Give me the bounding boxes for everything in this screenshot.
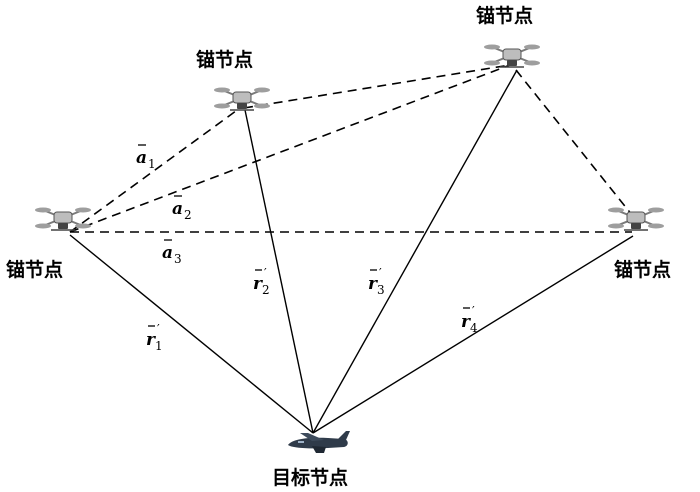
range-line-2 bbox=[244, 109, 314, 434]
anchor-links bbox=[69, 64, 633, 233]
svg-text:2: 2 bbox=[262, 283, 270, 297]
drone-icon bbox=[483, 43, 541, 68]
svg-text:′: ′ bbox=[157, 322, 160, 336]
vector-label-r4: r 4 ′ bbox=[461, 304, 478, 335]
vector-label-r1: r 1 ′ bbox=[146, 322, 163, 353]
svg-text:1: 1 bbox=[148, 157, 156, 171]
vector-label-a3: a 3 bbox=[162, 239, 182, 266]
svg-text:1: 1 bbox=[155, 339, 163, 353]
svg-text:r: r bbox=[146, 330, 156, 350]
ranging-links bbox=[69, 69, 634, 434]
anchor-node-left: 锚节点 bbox=[6, 206, 92, 281]
target-node: 目标节点 bbox=[272, 431, 350, 489]
svg-text:r: r bbox=[253, 274, 263, 294]
anchor-node-top-right: 锚节点 bbox=[476, 4, 541, 68]
anchor-label-left: 锚节点 bbox=[6, 258, 63, 281]
range-line-4 bbox=[312, 235, 634, 434]
link-topright-right bbox=[515, 69, 633, 216]
svg-text:′: ′ bbox=[264, 266, 267, 280]
anchor-label-right: 锚节点 bbox=[614, 258, 671, 281]
vector-label-r3: r 3 ′ bbox=[368, 266, 385, 297]
svg-text:2: 2 bbox=[184, 208, 192, 222]
drone-icon bbox=[34, 206, 92, 231]
vector-label-r2: r 2 ′ bbox=[253, 266, 270, 297]
svg-text:3: 3 bbox=[377, 283, 385, 297]
anchor-label-top-right: 锚节点 bbox=[476, 4, 533, 27]
anchor-node-right: 锚节点 bbox=[607, 206, 671, 281]
target-label: 目标节点 bbox=[272, 467, 348, 489]
svg-text:3: 3 bbox=[174, 252, 182, 266]
svg-text:a: a bbox=[136, 148, 147, 168]
svg-text:4: 4 bbox=[470, 321, 478, 335]
link-topleft-topright bbox=[243, 64, 511, 109]
anchor-label-top-left: 锚节点 bbox=[196, 48, 253, 71]
svg-text:′: ′ bbox=[379, 266, 382, 280]
vector-label-a1: a 1 bbox=[136, 144, 156, 171]
svg-text:′: ′ bbox=[472, 304, 475, 318]
svg-text:a: a bbox=[172, 199, 183, 219]
drone-icon bbox=[213, 86, 271, 111]
svg-text:r: r bbox=[461, 312, 471, 332]
link-left-topleft bbox=[69, 107, 241, 233]
vector-label-a2: a 2 bbox=[172, 195, 192, 222]
drone-icon bbox=[607, 206, 665, 231]
svg-text:a: a bbox=[162, 243, 173, 263]
anchor-node-top-left: 锚节点 bbox=[196, 48, 271, 111]
svg-text:r: r bbox=[368, 274, 378, 294]
aircraft-icon bbox=[288, 431, 350, 453]
range-line-1 bbox=[69, 234, 314, 434]
range-line-3 bbox=[312, 69, 518, 434]
link-left-topright bbox=[69, 64, 511, 233]
